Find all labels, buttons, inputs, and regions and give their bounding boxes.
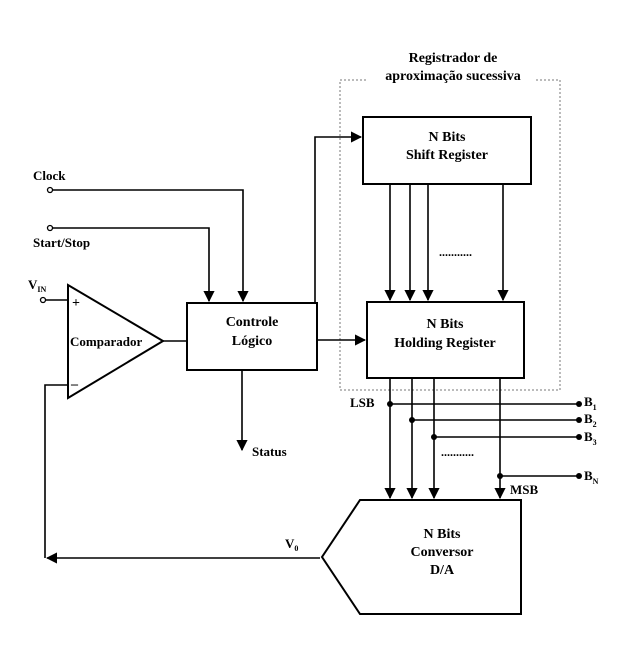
clock-wire <box>53 189 249 303</box>
shift-register-line2: Shift Register <box>406 148 488 163</box>
comparador-minus: – <box>70 377 79 392</box>
status-label: Status <box>252 444 287 459</box>
b1-main: B <box>584 394 593 409</box>
terminal-bn <box>576 473 582 479</box>
clock-terminal <box>46 186 54 194</box>
controle-to-shift-arrow <box>314 131 363 303</box>
b2-main: B <box>584 411 593 426</box>
bn-main: B <box>584 468 593 483</box>
holding-register-line1: N Bits <box>427 317 465 332</box>
sar-title-line2: aproximação sucessiva <box>385 69 520 84</box>
terminal-b2 <box>576 417 582 423</box>
holding-register-line2: Holding Register <box>394 336 496 351</box>
b2-sub: 2 <box>593 420 597 429</box>
shift-dots: ........... <box>439 245 472 259</box>
b3-sub: 3 <box>593 438 597 447</box>
controle-logico-box <box>186 302 318 371</box>
start-stop-terminal <box>46 224 54 232</box>
controle-line2: Lógico <box>232 334 272 349</box>
v0-label: V0 <box>285 536 298 553</box>
terminal-b1 <box>576 401 582 407</box>
conversor-line2: Conversor <box>411 545 474 560</box>
conversor-line3: D/A <box>430 563 455 578</box>
comparador-triangle <box>67 283 165 400</box>
v0-sub: 0 <box>294 544 298 553</box>
comparador-plus: + <box>72 296 80 311</box>
bit-dots: ........... <box>441 445 474 459</box>
start-stop-label: Start/Stop <box>33 235 90 250</box>
b2-label: B2 <box>584 411 597 429</box>
b1-label: B1 <box>584 394 597 412</box>
comparador-label: Comparador <box>70 334 142 349</box>
bn-sub: N <box>593 477 599 486</box>
holding-register-box <box>366 301 525 379</box>
conversor-da-box <box>320 499 522 615</box>
v0-feedback-wire <box>44 384 68 558</box>
b1-sub: 1 <box>593 403 597 412</box>
msb-label: MSB <box>510 482 539 497</box>
vin-label: VIN <box>28 277 47 294</box>
b3-main: B <box>584 429 593 444</box>
controle-line1: Controle <box>226 315 279 330</box>
conversor-line1: N Bits <box>424 527 462 542</box>
sar-dotted-frame <box>339 79 561 391</box>
vin-terminal <box>39 296 47 304</box>
vin-main: V <box>28 277 38 292</box>
lsb-label: LSB <box>350 395 375 410</box>
bn-label: BN <box>584 468 599 486</box>
sar-title-line1: Registrador de <box>409 51 498 66</box>
b3-label: B3 <box>584 429 597 447</box>
vin-sub: IN <box>37 285 46 294</box>
clock-label: Clock <box>33 168 66 183</box>
v0-main: V <box>285 536 295 551</box>
shift-register-box <box>362 116 532 185</box>
start-stop-wire <box>53 227 215 303</box>
shift-register-line1: N Bits <box>429 130 467 145</box>
terminal-b3 <box>576 434 582 440</box>
